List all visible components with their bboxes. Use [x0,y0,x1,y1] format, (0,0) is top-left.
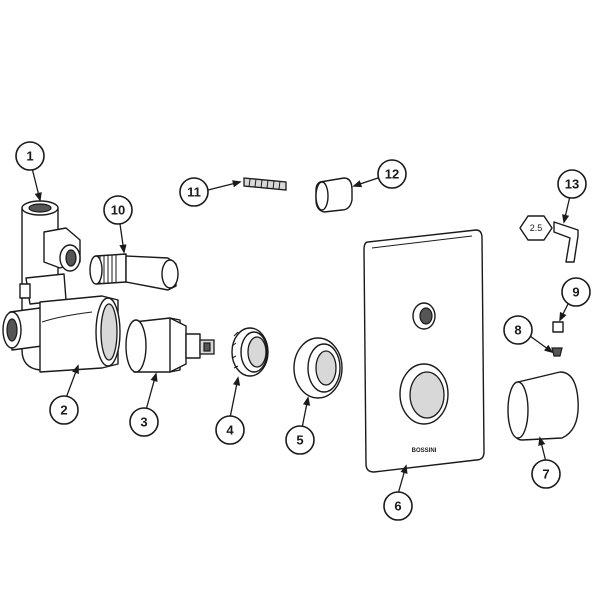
callout-10: 10 [103,195,133,225]
callout-7: 7 [531,459,561,489]
callout-7-label: 7 [542,467,549,482]
hex-key-size-label: 2.5 [530,223,543,233]
cartridge-part [125,317,215,373]
plate-brand-label: BOSSINI [412,448,437,454]
callout-6-label: 6 [394,499,401,514]
callout-4-label: 4 [226,423,234,438]
sleeve-cover-part [293,337,343,399]
callout-2: 2 [49,395,79,425]
callout-13-label: 13 [565,177,579,192]
callout-9-label: 9 [572,285,579,300]
callout-4: 4 [215,415,245,445]
callout-13: 13 [557,169,587,199]
cover-plate-part: BOSSINI [363,229,485,473]
knob-part [507,371,579,441]
callout-8-label: 8 [514,323,521,338]
hex-key-part: 2.5 [519,215,579,263]
callout-3-label: 3 [140,415,147,430]
callout-5: 5 [285,425,315,455]
callout-5-label: 5 [296,433,303,448]
valve-body-part [2,200,121,373]
callout-8: 8 [503,315,533,345]
callout-11: 11 [179,177,209,207]
button-cap-part [315,177,353,213]
callout-9: 9 [561,277,591,307]
ring-nut-part [231,327,269,377]
threaded-pin-part [243,177,287,191]
callout-12: 12 [377,159,407,189]
grub-screw-part [551,347,563,357]
callout-2-label: 2 [60,403,67,418]
callout-1: 1 [15,141,45,171]
small-cap-part [552,321,564,333]
extension-part [89,253,179,291]
callout-3: 3 [129,407,159,437]
callout-1-label: 1 [26,149,33,164]
callout-12-label: 12 [385,167,399,182]
callout-6: 6 [383,491,413,521]
leader-lines [31,167,571,495]
callout-11-label: 11 [187,185,201,200]
callout-10-label: 10 [111,203,125,218]
